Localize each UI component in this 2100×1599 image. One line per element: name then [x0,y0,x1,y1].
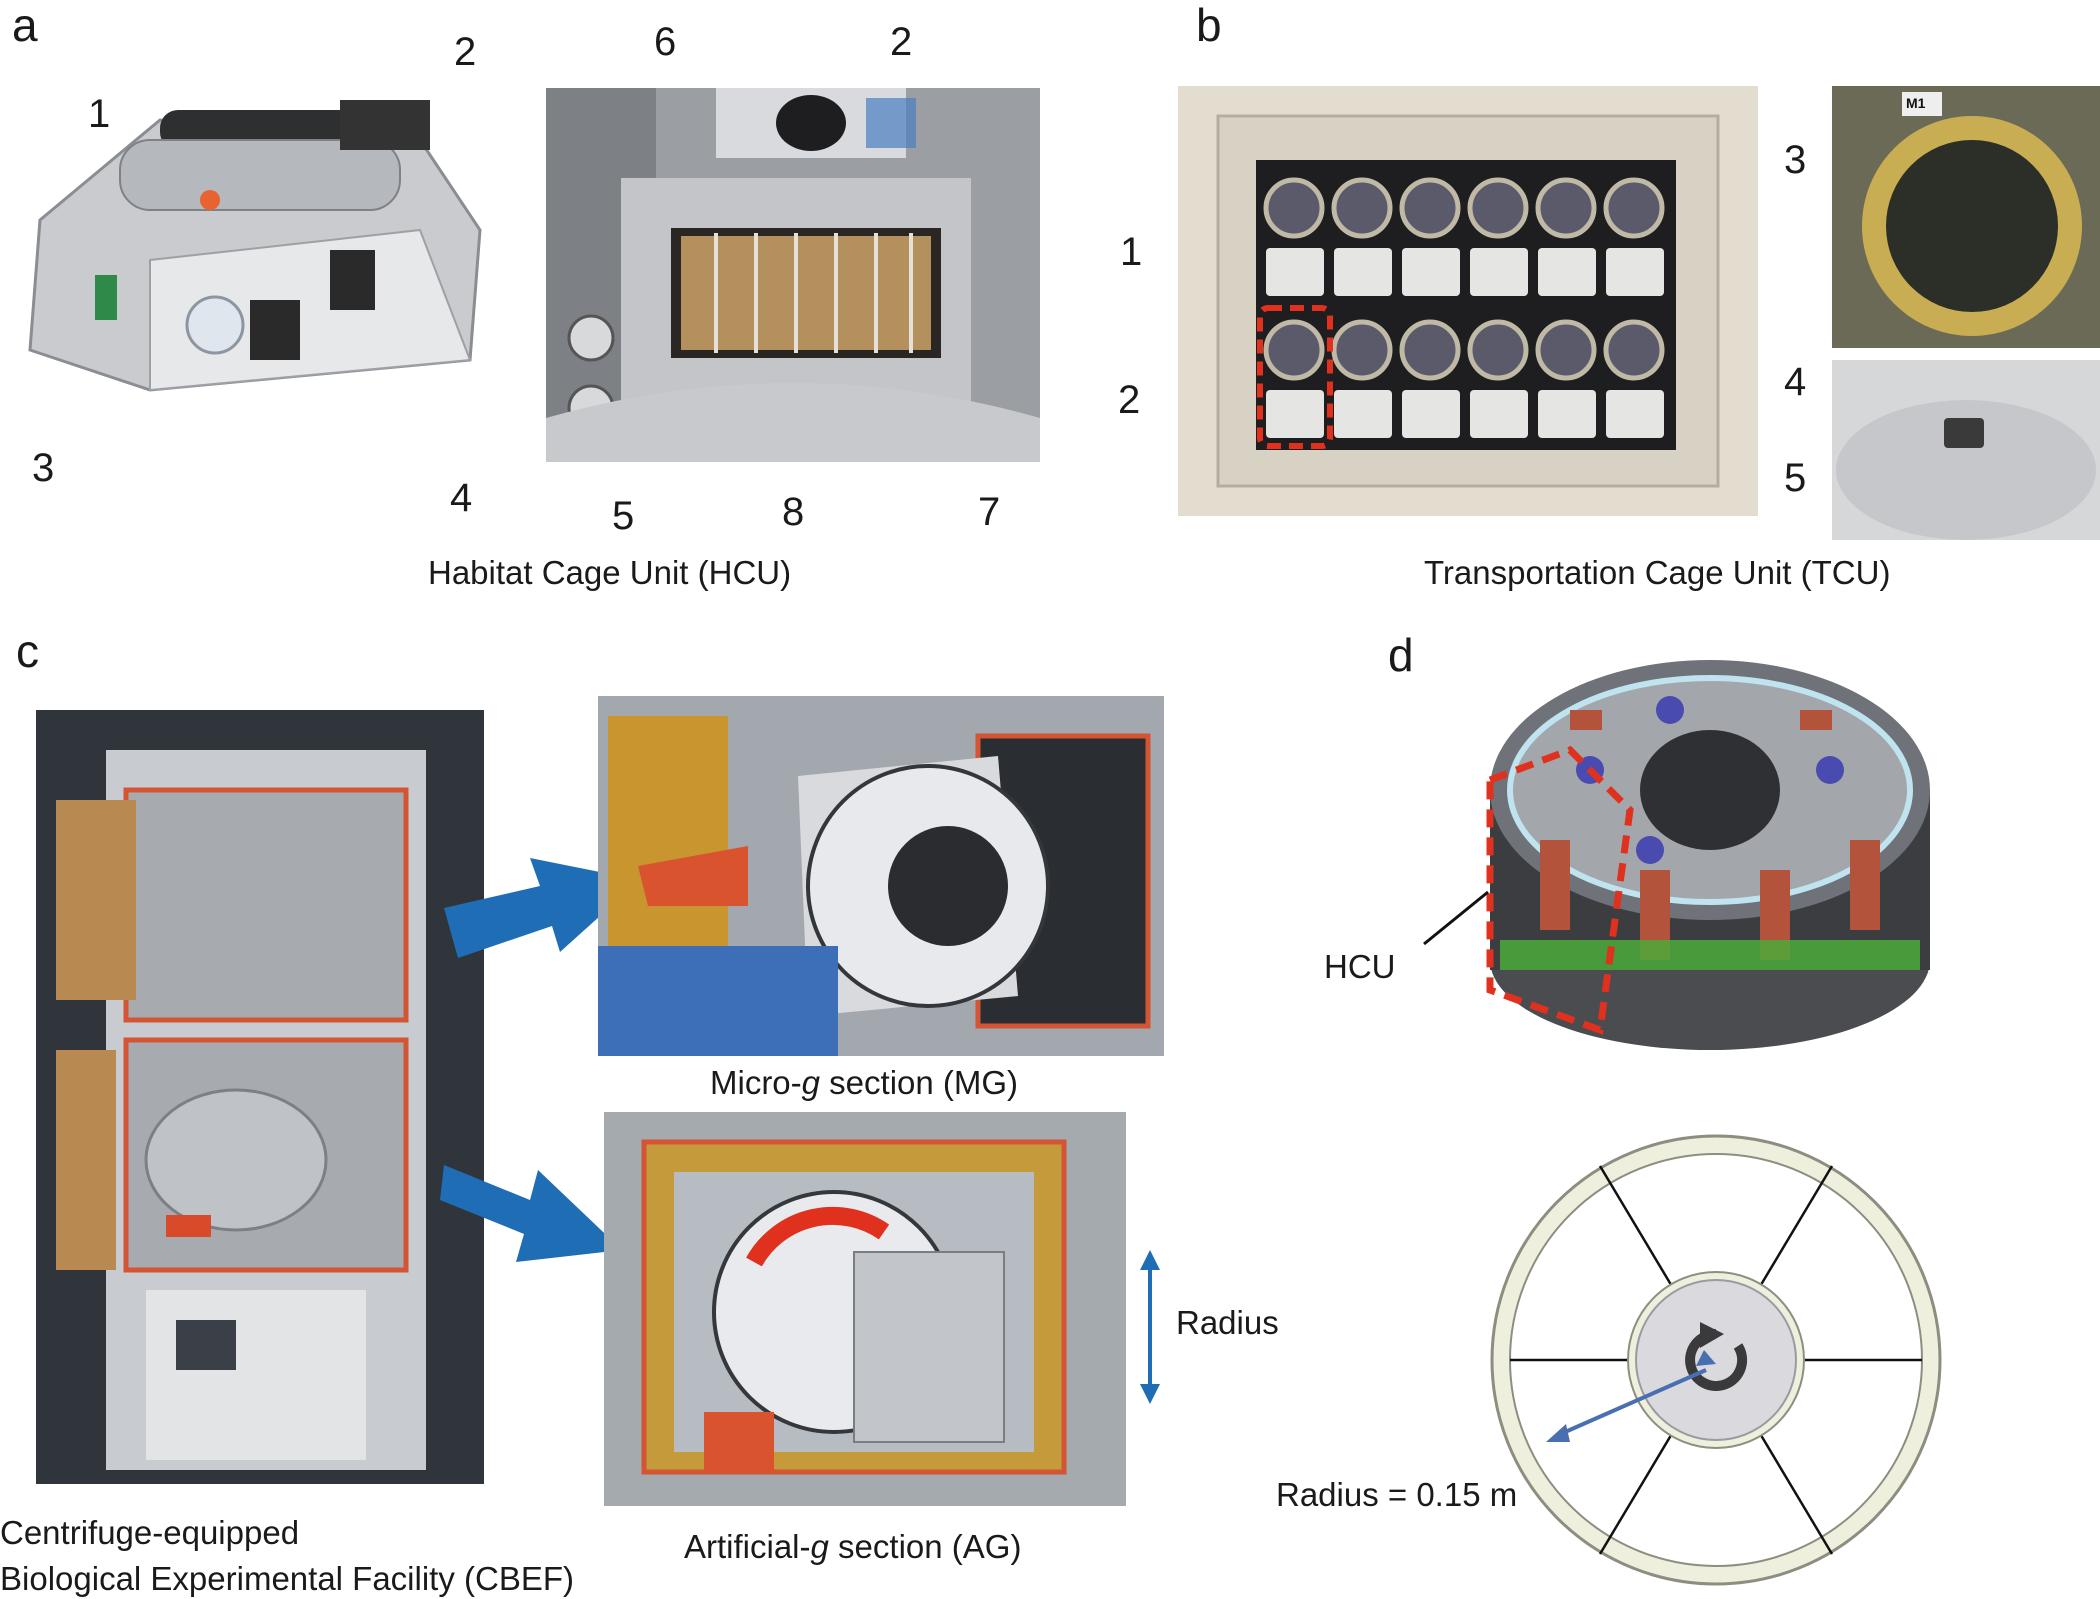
caption-ag: Artificial-g section (AG) [684,1528,1022,1565]
ag-section-photo [604,1112,1126,1506]
label-a-5: 5 [612,494,635,538]
tcu-cage-cell [1399,319,1461,438]
tcu-cage-cell [1535,319,1597,438]
label-a-8: 8 [782,490,805,534]
panel-letter-b: b [1196,0,1222,51]
label-b-2: 2 [1118,378,1141,422]
caption-mg: Micro-g section (MG) [710,1064,1019,1101]
label-b-5: 5 [1784,456,1807,500]
tcu-cage-cell [1535,177,1597,296]
tcu-cage-top-photo: M1 [1832,86,2100,348]
panel-letter-d: d [1388,629,1414,681]
tcu-cage-cell [1467,319,1529,438]
label-hcu: HCU [1324,948,1396,985]
label-b-3: 3 [1784,138,1807,182]
label-a-7: 7 [978,490,1001,534]
label-b-1: 1 [1120,230,1143,274]
hcu-render [0,60,540,400]
tcu-cage-bottom-photo [1832,360,2100,540]
tcu-cage-cell [1399,177,1461,296]
tcu-photo [1178,86,1758,516]
caption-cbef-line1: Centrifuge-equipped [0,1514,300,1551]
tcu-cage-cell [1467,177,1529,296]
label-a-6: 6 [654,20,677,64]
tcu-cage-cell [1263,319,1325,438]
caption-cbef-line2: Biological Experimental Facility (CBEF) [0,1560,575,1597]
label-radius-d: Radius = 0.15 m [1276,1476,1518,1513]
tcu-cage-cell [1263,177,1325,296]
hcu-interior-photo [546,88,1040,462]
label-a-2: 2 [454,30,477,74]
tcu-cage-cell [1603,319,1665,438]
panel-letter-c: c [16,625,39,677]
label-a-1: 1 [88,92,111,136]
caption-tcu: Transportation Cage Unit (TCU) [1424,554,1891,591]
tcu-tag: M1 [1906,95,1926,111]
caption-hcu: Habitat Cage Unit (HCU) [428,554,792,591]
label-a-4: 4 [450,476,473,520]
tcu-cage-cell [1331,177,1393,296]
label-a-3: 3 [32,446,55,490]
label-radius-ag: Radius [1176,1304,1279,1341]
panel-letter-a: a [12,0,38,51]
tcu-cage-cell [1603,177,1665,296]
tcu-cage-cell [1331,319,1393,438]
centrifuge-render [1470,650,1940,1090]
label-a-2b: 2 [890,20,913,64]
cbef-photo [36,710,484,1484]
label-b-4: 4 [1784,360,1807,404]
mg-section-photo [598,696,1164,1056]
